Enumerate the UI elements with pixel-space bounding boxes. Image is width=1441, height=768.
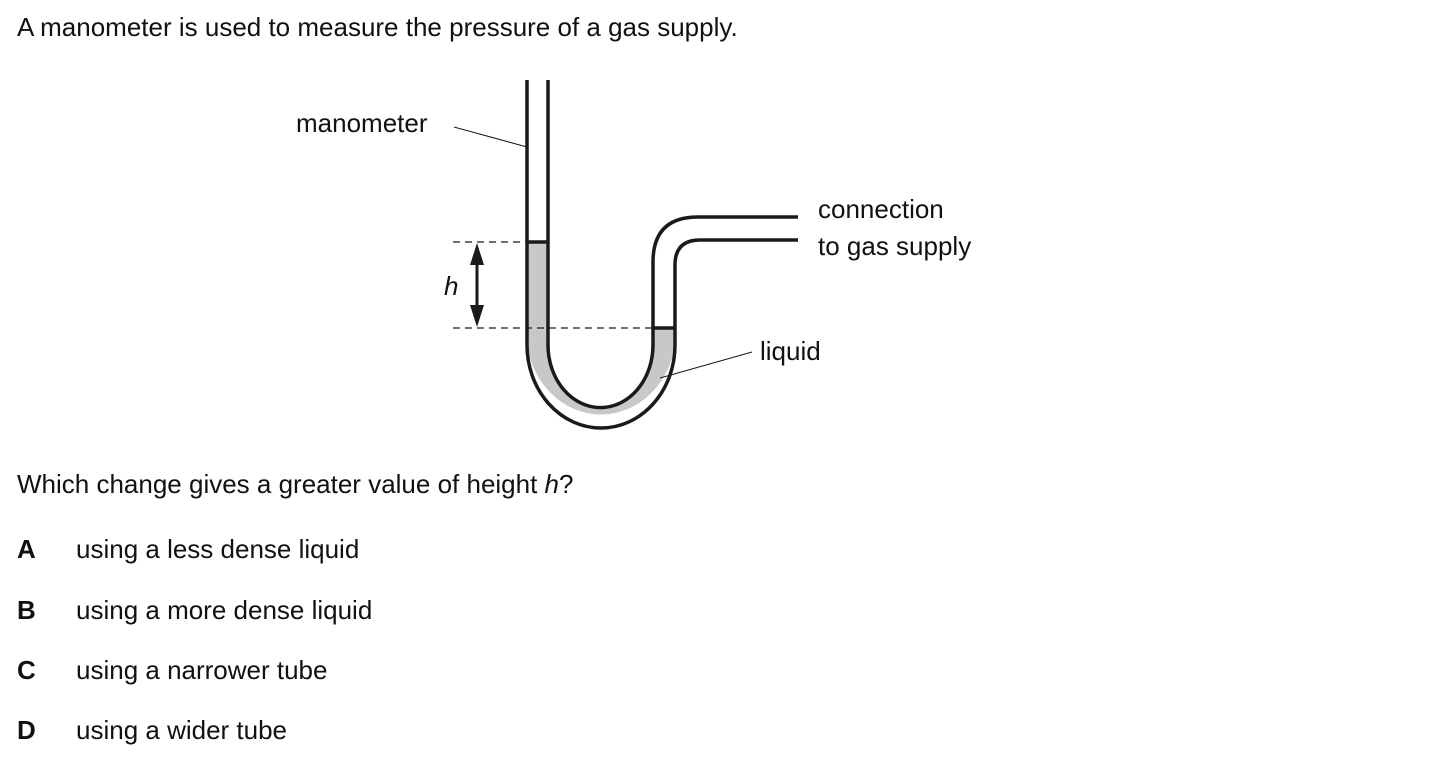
height-arrow-up-icon — [470, 243, 484, 265]
liquid-leader-line — [659, 351, 753, 379]
connection-label-line1: connection — [818, 194, 944, 224]
height-variable: h — [444, 271, 459, 301]
option-text: using a more dense liquid — [76, 595, 373, 625]
option-letter: C — [17, 655, 36, 685]
option-text: using a narrower tube — [76, 655, 328, 685]
option-letter: D — [17, 715, 36, 745]
height-label: h — [444, 273, 458, 299]
option-letter: A — [17, 534, 36, 564]
question-intro: A manometer is used to measure the press… — [17, 12, 738, 42]
manometer-leader-line — [453, 126, 528, 148]
liquid-label: liquid — [760, 336, 821, 366]
prompt-end: ? — [559, 469, 574, 499]
option-text: using a less dense liquid — [76, 534, 360, 564]
connection-label-line2: to gas supply — [818, 231, 972, 261]
option-letter: B — [17, 595, 36, 625]
prompt-text: Which change gives a greater value of he… — [17, 469, 545, 499]
tube-inner-wall — [546, 80, 798, 410]
tube-outer-wall — [525, 80, 798, 430]
height-arrow-down-icon — [470, 305, 484, 327]
manometer-label: manometer — [296, 108, 428, 138]
option-text: using a wider tube — [76, 715, 288, 745]
question-prompt: Which change gives a greater value of he… — [17, 471, 573, 497]
liquid-fill — [527, 242, 675, 415]
prompt-variable: h — [544, 469, 560, 499]
